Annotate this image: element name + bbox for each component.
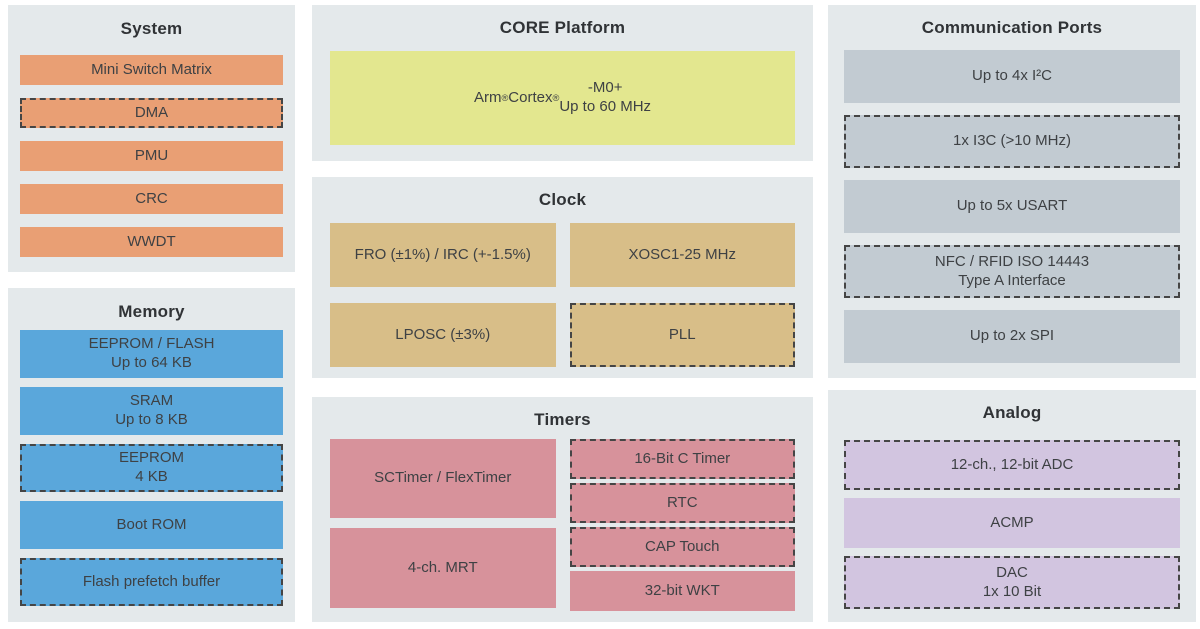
block-sctimer-flextimer: SCTimer / FlexTimer [330,439,556,518]
block-pmu: PMU [20,141,283,171]
block-flash-prefetch-buffer: Flash prefetch buffer [20,558,283,606]
block-nfc-rfid: NFC / RFID ISO 14443 Type A Interface [844,245,1180,298]
block-dma: DMA [20,98,283,128]
comm-blocks: Up to 4x I²C 1x I3C (>10 MHz) Up to 5x U… [844,50,1180,363]
timers-blocks: SCTimer / FlexTimer 4-ch. MRT 16-Bit C T… [330,439,795,611]
block-i3c: 1x I3C (>10 MHz) [844,115,1180,168]
block-wwdt: WWDT [20,227,283,257]
block-crc: CRC [20,184,283,214]
core-blocks: Arm® Cortex®-M0+ Up to 60 MHz [330,51,795,145]
timers-right-column: 16-Bit C Timer RTC CAP Touch 32-bit WKT [569,439,795,611]
block-acmp: ACMP [844,498,1180,548]
block-pll: PLL [569,303,795,367]
analog-title: Analog [982,403,1042,422]
core-platform-title: CORE Platform [499,18,626,37]
system-blocks: Mini Switch Matrix DMA PMU CRC WWDT [20,55,283,257]
panel-clock: Clock FRO (±1%) / IRC (+-1.5%) XOSC1-25 … [312,177,813,378]
system-title: System [120,19,183,38]
clock-title: Clock [538,190,587,209]
block-i2c: Up to 4x I²C [844,50,1180,103]
block-16bit-c-timer: 16-Bit C Timer [569,439,795,479]
block-fro-irc: FRO (±1%) / IRC (+-1.5%) [330,223,556,287]
communication-ports-title: Communication Ports [921,18,1103,37]
timers-title: Timers [534,410,591,429]
block-dac: DAC 1x 10 Bit [844,556,1180,609]
block-spi: Up to 2x SPI [844,310,1180,363]
block-mini-switch-matrix: Mini Switch Matrix [20,55,283,85]
clock-blocks: FRO (±1%) / IRC (+-1.5%) XOSC1-25 MHz LP… [330,223,795,367]
memory-title: Memory [118,302,185,321]
timers-left-column: SCTimer / FlexTimer 4-ch. MRT [330,439,556,611]
panel-system: System Mini Switch Matrix DMA PMU CRC WW… [8,5,295,272]
panel-communication-ports: Communication Ports Up to 4x I²C 1x I3C … [828,5,1196,378]
block-cap-touch: CAP Touch [569,527,795,567]
block-rtc: RTC [569,483,795,523]
block-32bit-wkt: 32-bit WKT [569,571,795,611]
block-eeprom-flash: EEPROM / FLASH Up to 64 KB [20,330,283,378]
panel-timers: Timers SCTimer / FlexTimer 4-ch. MRT 16-… [312,397,813,622]
panel-analog: Analog 12-ch., 12-bit ADC ACMP DAC 1x 10… [828,390,1196,622]
panel-memory: Memory EEPROM / FLASH Up to 64 KB SRAM U… [8,288,295,622]
block-boot-rom: Boot ROM [20,501,283,549]
block-sram: SRAM Up to 8 KB [20,387,283,435]
block-eeprom-4kb: EEPROM 4 KB [20,444,283,492]
block-adc: 12-ch., 12-bit ADC [844,440,1180,490]
block-lposc: LPOSC (±3%) [330,303,556,367]
block-arm-cortex-m0plus: Arm® Cortex®-M0+ Up to 60 MHz [330,51,795,145]
block-4ch-mrt: 4-ch. MRT [330,528,556,608]
panel-core-platform: CORE Platform Arm® Cortex®-M0+ Up to 60 … [312,5,813,161]
memory-blocks: EEPROM / FLASH Up to 64 KB SRAM Up to 8 … [20,330,283,606]
block-xosc: XOSC1-25 MHz [569,223,795,287]
analog-blocks: 12-ch., 12-bit ADC ACMP DAC 1x 10 Bit [844,440,1180,609]
block-usart: Up to 5x USART [844,180,1180,233]
